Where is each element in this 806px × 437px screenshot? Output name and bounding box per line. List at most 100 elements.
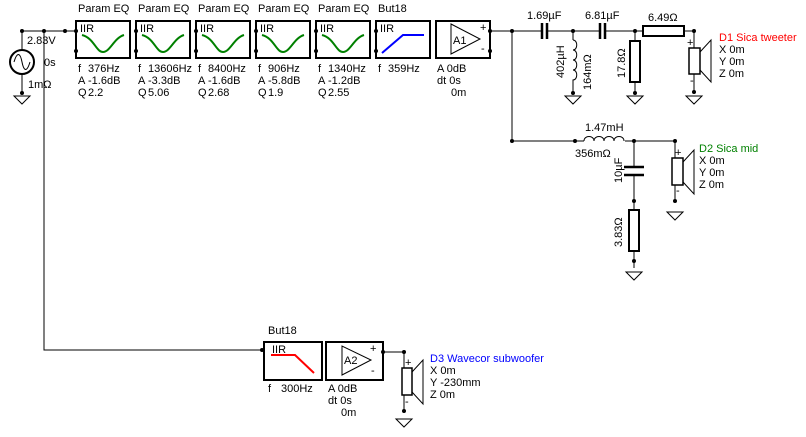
minus-sign: - bbox=[405, 396, 409, 408]
peaking-eq-curve-icon bbox=[321, 34, 365, 54]
filter-title: Param EQ bbox=[138, 3, 190, 15]
resistor-icon bbox=[629, 40, 641, 83]
amplifier-a2[interactable]: A2 + - A 0dB dt 0s 0m bbox=[325, 341, 414, 428]
freq-label: f bbox=[258, 63, 262, 75]
driver-y: Y 0m bbox=[719, 56, 744, 68]
plus-sign: + bbox=[675, 147, 681, 159]
driver-y: Y -230mm bbox=[430, 377, 481, 389]
peaking-eq-curve-icon bbox=[261, 34, 305, 54]
driver-z: Z 0m bbox=[719, 68, 744, 80]
sub-filter[interactable]: But18 IIR f 300Hz bbox=[263, 325, 323, 395]
filter-title: Param EQ bbox=[258, 3, 310, 15]
amp-minus: - bbox=[481, 43, 485, 55]
gain-label: A bbox=[78, 75, 86, 87]
amp-minus: - bbox=[371, 365, 375, 377]
source-resistance: 1mΩ bbox=[28, 79, 52, 91]
ground-icon bbox=[624, 211, 685, 281]
filter-gain: -3.3dB bbox=[148, 75, 180, 87]
amp-distance: 0m bbox=[341, 407, 356, 419]
filter-gain: -1.6dB bbox=[208, 75, 240, 87]
filter-gain: -5.8dB bbox=[268, 75, 300, 87]
q-label: Q bbox=[138, 87, 147, 99]
filter-q: 2.68 bbox=[208, 87, 229, 99]
filter-frequency: 13606Hz bbox=[148, 63, 192, 75]
lowpass-curve-icon bbox=[271, 354, 315, 374]
freq-label: f bbox=[318, 63, 322, 75]
tweeter-r-shunt-value: 17.8Ω bbox=[616, 48, 628, 78]
freq-label: f bbox=[198, 63, 202, 75]
filter-frequency: 376Hz bbox=[88, 63, 120, 75]
filter-type: IIR bbox=[80, 23, 94, 35]
amp-gain: A 0dB bbox=[437, 63, 466, 75]
gain-label: A bbox=[258, 75, 266, 87]
filter-frequency: 300Hz bbox=[281, 383, 313, 395]
speaker-icon bbox=[671, 157, 684, 186]
filter-title: Param EQ bbox=[318, 3, 370, 15]
driver-x: X 0m bbox=[719, 44, 745, 56]
peaking-eq-curve-icon bbox=[81, 34, 125, 54]
filter-type: IIR bbox=[272, 344, 286, 356]
driver-z: Z 0m bbox=[699, 179, 724, 191]
driver-x: X 0m bbox=[699, 155, 725, 167]
tweeter-crossover: 1.69µF 6.81µF 6.49Ω 402µH 164mΩ 17.8Ω bbox=[490, 10, 704, 141]
amp-distance: 0m bbox=[451, 87, 466, 99]
mid-c1-value: 10µF bbox=[613, 157, 625, 183]
minus-sign: - bbox=[690, 75, 694, 87]
q-label: Q bbox=[78, 87, 87, 99]
amp-delay: dt 0s bbox=[437, 75, 461, 87]
freq-label: f bbox=[378, 63, 382, 75]
tweeter-l1-value: 402µH bbox=[555, 45, 567, 78]
mid-l1-value: 1.47mH bbox=[585, 122, 624, 134]
q-label: Q bbox=[258, 87, 267, 99]
driver-d2[interactable]: + - D2 Sica mid X 0m Y 0m Z 0m bbox=[671, 143, 758, 197]
filter-title: But18 bbox=[378, 3, 407, 15]
amp-gain: A 0dB bbox=[328, 383, 357, 395]
driver-name: D2 Sica mid bbox=[699, 143, 758, 155]
gain-label: A bbox=[318, 75, 326, 87]
q-label: Q bbox=[318, 87, 327, 99]
filter-type: IIR bbox=[200, 23, 214, 35]
highpass-curve-icon bbox=[381, 34, 424, 54]
plus-sign: + bbox=[687, 37, 693, 49]
gain-label: A bbox=[198, 75, 206, 87]
amp-name: A2 bbox=[344, 355, 357, 367]
mid-crossover: 1.47mH 356mΩ 10µF 3.83Ω bbox=[510, 122, 685, 281]
inductor-icon bbox=[583, 136, 625, 142]
tweeter-r-series-value: 6.49Ω bbox=[648, 12, 678, 24]
driver-z: Z 0m bbox=[430, 389, 455, 401]
minus-sign: - bbox=[676, 185, 680, 197]
capacitor-icon bbox=[624, 165, 644, 177]
driver-d3[interactable]: + - D3 Wavecor subwoofer X 0m Y -230mm Z… bbox=[401, 353, 544, 408]
filter-frequency: 1340Hz bbox=[328, 63, 366, 75]
driver-y: Y 0m bbox=[699, 167, 724, 179]
filter-frequency: 359Hz bbox=[388, 63, 420, 75]
amplifier-a1[interactable]: A1 + - A 0dB dt 0s 0m bbox=[435, 20, 492, 99]
ground-icon bbox=[394, 418, 414, 428]
q-label: Q bbox=[198, 87, 207, 99]
ground-icon bbox=[12, 95, 32, 105]
speaker-icon bbox=[688, 47, 701, 75]
filter-type: IIR bbox=[260, 23, 274, 35]
voltage-source[interactable]: 2.83V 0s 1mΩ bbox=[9, 29, 75, 105]
filter-gain: -1.2dB bbox=[328, 75, 360, 87]
inductor-icon bbox=[572, 39, 578, 84]
filter-title: Param EQ bbox=[198, 3, 250, 15]
resistor-icon bbox=[628, 209, 640, 252]
filter-q: 1.9 bbox=[268, 87, 283, 99]
amp-delay: dt 0s bbox=[328, 395, 352, 407]
driver-d1[interactable]: + - D1 Sica tweeter X 0m Y 0m Z 0m bbox=[687, 32, 797, 87]
filter-frequency: 8400Hz bbox=[208, 63, 246, 75]
source-delay: 0s bbox=[44, 57, 56, 69]
speaker-icon bbox=[401, 367, 413, 396]
filter-type: IIR bbox=[380, 23, 394, 35]
filter-gain: -1.6dB bbox=[88, 75, 120, 87]
amplifier-icon bbox=[450, 23, 482, 55]
filter-title: Param EQ bbox=[78, 3, 130, 15]
mid-r1-value: 3.83Ω bbox=[613, 217, 625, 247]
